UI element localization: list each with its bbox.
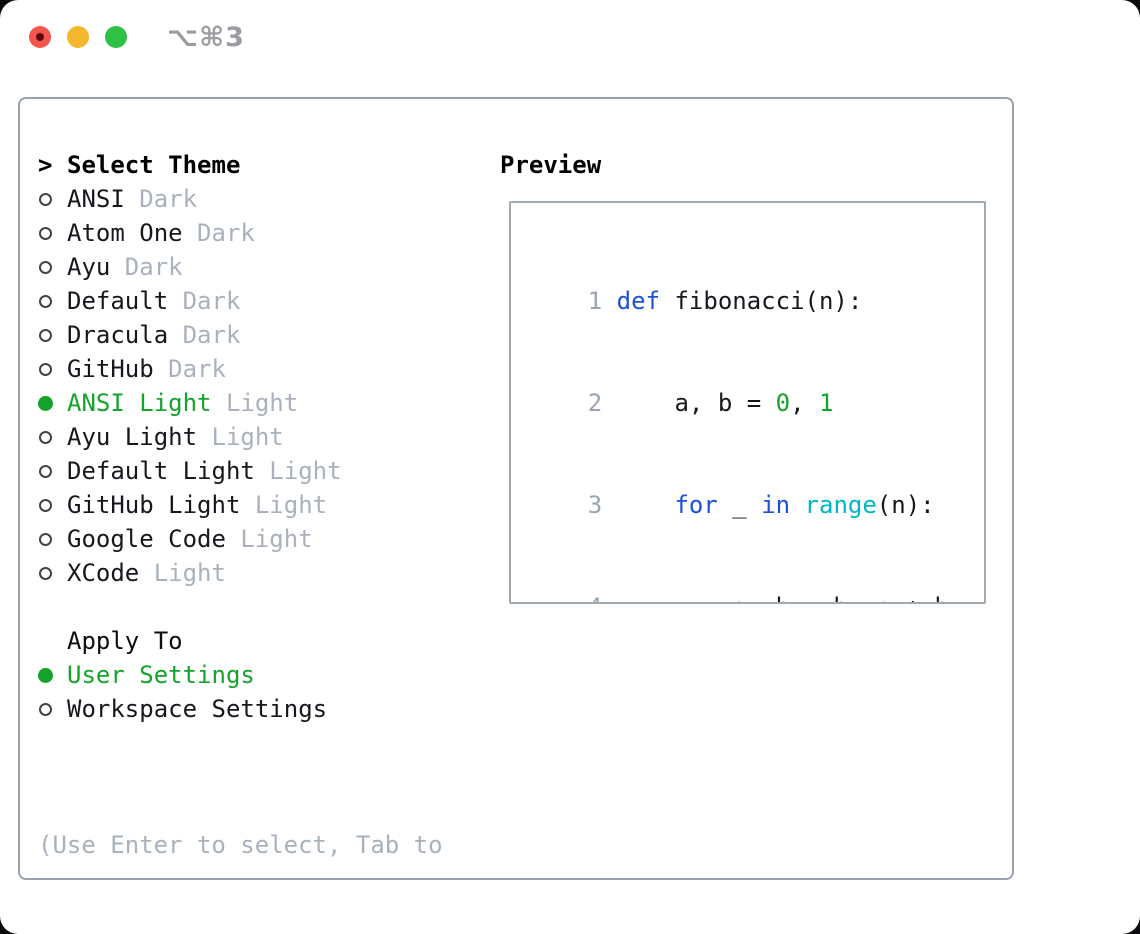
theme-name: GitHub Light: [67, 491, 241, 519]
theme-name: ANSI: [67, 185, 125, 213]
theme-name: Ayu Light: [67, 423, 198, 451]
theme-variant: Dark: [168, 287, 241, 315]
keyboard-hint: (Use Enter to select, Tab to change focu…: [38, 760, 443, 934]
theme-variant: Light: [197, 423, 284, 451]
theme-name: Google Code: [67, 525, 226, 553]
window-titlebar: ⌥⌘3: [0, 0, 1140, 72]
theme-variant: Dark: [168, 321, 241, 349]
apply-to-option-user-settings[interactable]: User Settings: [38, 658, 443, 692]
radio-selected-icon: [38, 395, 53, 411]
theme-selector-panel: > Select Theme ANSI Dark Atom One Dark A…: [18, 97, 1014, 934]
radio-unselected-icon: [39, 566, 52, 580]
window-title: ⌥⌘3: [167, 22, 245, 53]
theme-option-dracula[interactable]: Dracula Dark: [38, 318, 443, 352]
theme-name: Default: [67, 287, 169, 315]
radio-unselected-icon: [39, 498, 52, 512]
theme-variant: Dark: [182, 219, 255, 247]
theme-option-github[interactable]: GitHub Dark: [38, 352, 443, 386]
radio-unselected-icon: [39, 294, 52, 308]
radio-unselected-icon: [39, 362, 52, 376]
theme-option-atom-one[interactable]: Atom One Dark: [38, 216, 443, 250]
apply-to-list: User Settings Workspace Settings: [38, 658, 443, 726]
theme-option-xcode[interactable]: XCode Light: [38, 556, 443, 590]
preview-code-line: 2 a, b = 0, 1: [530, 352, 976, 454]
theme-variant: Dark: [124, 185, 198, 213]
theme-variant: Dark: [110, 253, 183, 281]
radio-unselected-icon: [39, 430, 52, 444]
radio-unselected-icon: [39, 226, 52, 240]
select-theme-title: Select Theme: [67, 151, 241, 179]
theme-variant: Light: [211, 389, 299, 417]
radio-selected-icon: [38, 667, 53, 683]
radio-unselected-icon: [39, 702, 52, 716]
select-theme-header: > Select Theme: [38, 148, 443, 182]
theme-variant: Light: [254, 457, 342, 485]
theme-variant: Light: [240, 491, 328, 519]
zoom-button[interactable]: [105, 26, 127, 48]
close-button[interactable]: [29, 26, 51, 48]
radio-unselected-icon: [39, 464, 52, 478]
apply-to-header: Apply To: [67, 627, 183, 655]
edited-indicator-icon: [36, 33, 44, 41]
theme-variant: Light: [139, 559, 226, 587]
preview-code-line: 4 a, b = b, a + b: [530, 556, 976, 602]
theme-option-ayu[interactable]: Ayu Dark: [38, 250, 443, 284]
radio-unselected-icon: [39, 328, 52, 342]
apply-to-label: User Settings: [67, 661, 255, 689]
hint-line-1: (Use Enter to select, Tab to: [38, 831, 443, 859]
theme-name: Dracula: [67, 321, 169, 349]
theme-option-ansi-light[interactable]: ANSI Light Light: [38, 386, 443, 420]
line-number: 3: [587, 491, 603, 519]
theme-option-google-code[interactable]: Google Code Light: [38, 522, 443, 556]
preview-title: Preview: [500, 151, 602, 179]
hint-line-2: change focus): [38, 930, 443, 934]
theme-option-default[interactable]: Default Dark: [38, 284, 443, 318]
theme-option-ansi[interactable]: ANSI Dark: [38, 182, 443, 216]
apply-to-option-workspace-settings[interactable]: Workspace Settings: [38, 692, 443, 726]
theme-name: GitHub: [67, 355, 154, 383]
minimize-button[interactable]: [67, 26, 89, 48]
theme-name: XCode: [67, 559, 140, 587]
apply-to-label: Workspace Settings: [67, 695, 328, 723]
theme-list-column: > Select Theme ANSI Dark Atom One Dark A…: [38, 148, 443, 934]
radio-unselected-icon: [39, 192, 52, 206]
line-number: 4: [588, 590, 602, 602]
line-number: 2: [587, 389, 603, 417]
theme-option-default-light[interactable]: Default Light Light: [38, 454, 443, 488]
theme-option-ayu-light[interactable]: Ayu Light Light: [38, 420, 443, 454]
theme-name: Atom One: [67, 219, 183, 247]
theme-list: ANSI Dark Atom One Dark Ayu Dark Default…: [38, 182, 443, 590]
theme-name: Default Light: [67, 457, 255, 485]
prompt-chevron-icon: >: [38, 151, 53, 179]
preview-code-line: 3 for _ in range(n):: [530, 454, 976, 556]
theme-name: Ayu: [67, 253, 111, 281]
theme-option-github-light[interactable]: GitHub Light Light: [38, 488, 443, 522]
radio-unselected-icon: [39, 532, 52, 546]
line-number: 1: [587, 287, 603, 315]
theme-variant: Light: [225, 525, 313, 553]
radio-unselected-icon: [39, 260, 52, 274]
theme-name: ANSI Light: [67, 389, 212, 417]
theme-variant: Dark: [153, 355, 226, 383]
